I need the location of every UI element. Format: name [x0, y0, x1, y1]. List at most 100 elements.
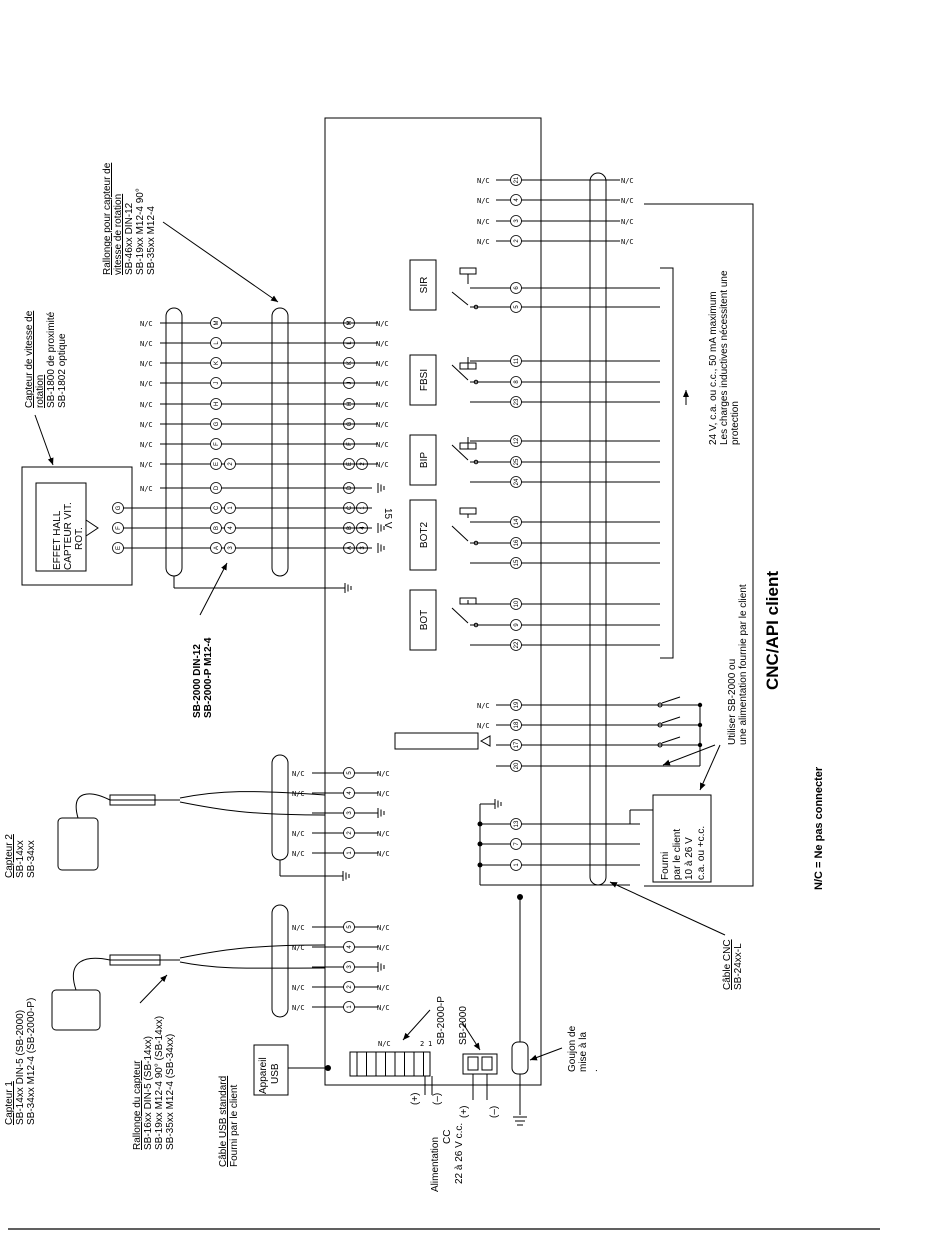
- relay-sir-label: SIR: [419, 277, 430, 294]
- sensor1-cable: [72, 957, 180, 991]
- cnc-cable-title: Câble CNC: [722, 939, 733, 990]
- relay-sir-pin-6-label: 6: [514, 286, 520, 290]
- relay-bot-pin-22: 22: [510, 639, 522, 651]
- relay-bot-pin-9: 9: [510, 619, 522, 631]
- customer-supply-box: [652, 794, 712, 883]
- rot-pin-left-C-label: C: [214, 505, 220, 510]
- rot-pin-left-G-label: G: [214, 421, 220, 426]
- relay-bip-pin-12-label: 12: [514, 437, 520, 444]
- sensor2-pin-4-label: 4: [347, 791, 353, 795]
- rot-pin-left-A: A: [210, 542, 222, 554]
- sensor1-pin-1-label: 1: [347, 1005, 353, 1009]
- sensor2-nc-right-4: N/C: [377, 850, 390, 858]
- sensor2-pin-2-label: 2: [347, 831, 353, 835]
- cnc-mid-pin-18-label: 18: [514, 721, 520, 728]
- hall-sensor-box: [21, 466, 133, 586]
- cnc-top-nc-left-0: N/C: [477, 177, 490, 185]
- sb2000-label: SB-2000: [458, 1006, 469, 1045]
- diagram-title: CNC/API client: [763, 571, 782, 690]
- cnc-mid-pin-20-label: 20: [514, 762, 520, 769]
- outputs-note-3: protection: [730, 401, 741, 445]
- relay-bip-pin-24: 24: [510, 476, 522, 488]
- capteur1-title: Capteur 1: [4, 1081, 15, 1125]
- rot-nc-left-6: N/C: [140, 441, 153, 449]
- sensor2-pin-1-label: 1: [347, 851, 353, 855]
- relay-bip-pin-25-label: 25: [514, 458, 520, 465]
- sensor-ext-line-3: SB-35xx M12-4 (SB-34xx): [165, 1034, 176, 1150]
- sensor1-pin-1: 1: [343, 1001, 355, 1013]
- relay-fbsi-pin-23: 23: [510, 396, 522, 408]
- relay-sir-pin-5: 5: [510, 301, 522, 313]
- sensor1-pin-3-label: 3: [347, 965, 353, 969]
- v15-label: 15 V: [382, 508, 393, 529]
- ground-stud-1: Goujon de: [567, 1025, 578, 1072]
- sensor1-nc-right-0: N/C: [377, 924, 390, 932]
- sensor1-nc-left-3: N/C: [292, 984, 305, 992]
- relay-bip-label: BIP: [419, 452, 430, 468]
- capteur2-line-2: SB-34xx: [26, 840, 37, 878]
- sensor1-nc-right-3: N/C: [377, 984, 390, 992]
- relay-sir: SIR: [409, 259, 660, 311]
- sensor1-connector: [109, 954, 161, 966]
- rot-pin-left-K: K: [210, 357, 222, 369]
- sensor2-pin-5-label: 5: [347, 771, 353, 775]
- supply-note-2: une alimentation fournie par le client: [738, 584, 749, 745]
- rot-sensor-line-1: SB-1800 de proximité: [46, 311, 57, 408]
- usb-device: [253, 1044, 289, 1096]
- rot-pin-left-E: E: [210, 458, 222, 470]
- usb-conn-nc: N/C: [378, 1040, 391, 1048]
- cnc-top-pin-21-label: 21: [514, 176, 520, 183]
- power-line-3: 22 à 26 V c.c.: [454, 1123, 465, 1184]
- sensor2-nc-right-3: N/C: [377, 830, 390, 838]
- hall-label-1: EFFET HALL: [52, 510, 63, 570]
- controller-box: [324, 117, 542, 1086]
- rot-pin-left-H: H: [210, 398, 222, 410]
- rot-pin-left-num-B: 4: [224, 522, 236, 534]
- cnc-top-pin-2-label: 2: [514, 239, 520, 243]
- capteur2-line-1: SB-14xx: [15, 840, 26, 878]
- rot-nc-right-5: N/C: [376, 421, 389, 429]
- sensor1-pin-5-label: 5: [347, 925, 353, 929]
- cnc-bottom-pin-1-label: 1: [514, 863, 520, 867]
- sensor2-cable-shield: [271, 754, 289, 861]
- relay-bip-pin-24-label: 24: [514, 478, 520, 485]
- footnote: N/C = Ne pas connecter: [813, 766, 825, 890]
- sensor1-nc-left-4: N/C: [292, 1004, 305, 1012]
- hall-pin-F-label: F: [116, 526, 122, 530]
- rot-nc-right-4: N/C: [376, 401, 389, 409]
- cnc-top-nc-left-3: N/C: [477, 238, 490, 246]
- relay-bot-pin-10-label: 10: [514, 600, 520, 607]
- hall-sensor-symbol: [85, 519, 99, 537]
- cnc-top-pin-2: 2: [510, 235, 522, 247]
- sensor1-pin-4: 4: [343, 941, 355, 953]
- rot-ext-title-2: vitesse de rotation: [113, 194, 124, 275]
- power-plus-1: (+): [410, 1093, 421, 1106]
- usb-device-line-1: Appareil: [258, 1057, 269, 1094]
- rot-nc-right-7: N/C: [376, 461, 389, 469]
- rot-pin-left-K-label: K: [214, 361, 220, 365]
- sensor1-pin-2: 2: [343, 981, 355, 993]
- sensor-ext-line-1: SB-16xx DIN-5 (SB-14xx): [143, 1036, 154, 1150]
- rot-pin-left-B-label: B: [214, 526, 220, 530]
- cnc-mid-pin-17-label: 17: [514, 741, 520, 748]
- rot-pin-left-num-A: 3: [224, 542, 236, 554]
- usb-conn-pin-1: 1: [428, 1040, 432, 1048]
- sensor1-pin-2-label: 2: [347, 985, 353, 989]
- sensor1-nc-right-1: N/C: [377, 944, 390, 952]
- customer-supply-4: c.a. ou +c.c.: [696, 826, 707, 880]
- sensor1-nc-right-4: N/C: [377, 1004, 390, 1012]
- hall-pin-F: F: [112, 522, 124, 534]
- sensor1-pin-5: 5: [343, 921, 355, 933]
- rot-ext-line-3: SB-35xx M12-4: [146, 206, 157, 275]
- cnc-top-nc-left-2: N/C: [477, 218, 490, 226]
- rot-pin-left-num-E: 2: [224, 458, 236, 470]
- power-connector-sb2000p: [349, 1051, 431, 1077]
- cnc-mid-pin-19-label: 19: [514, 701, 520, 708]
- relay-fbsi-pin-11: 11: [510, 355, 522, 367]
- ground-stud-2: mise à la: [578, 1032, 589, 1072]
- ground-stud-3: .: [589, 1069, 600, 1072]
- relay-bip: BIP: [409, 434, 660, 486]
- rot-pin-left-F: F: [210, 438, 222, 450]
- power-line-2: CC: [442, 1130, 453, 1144]
